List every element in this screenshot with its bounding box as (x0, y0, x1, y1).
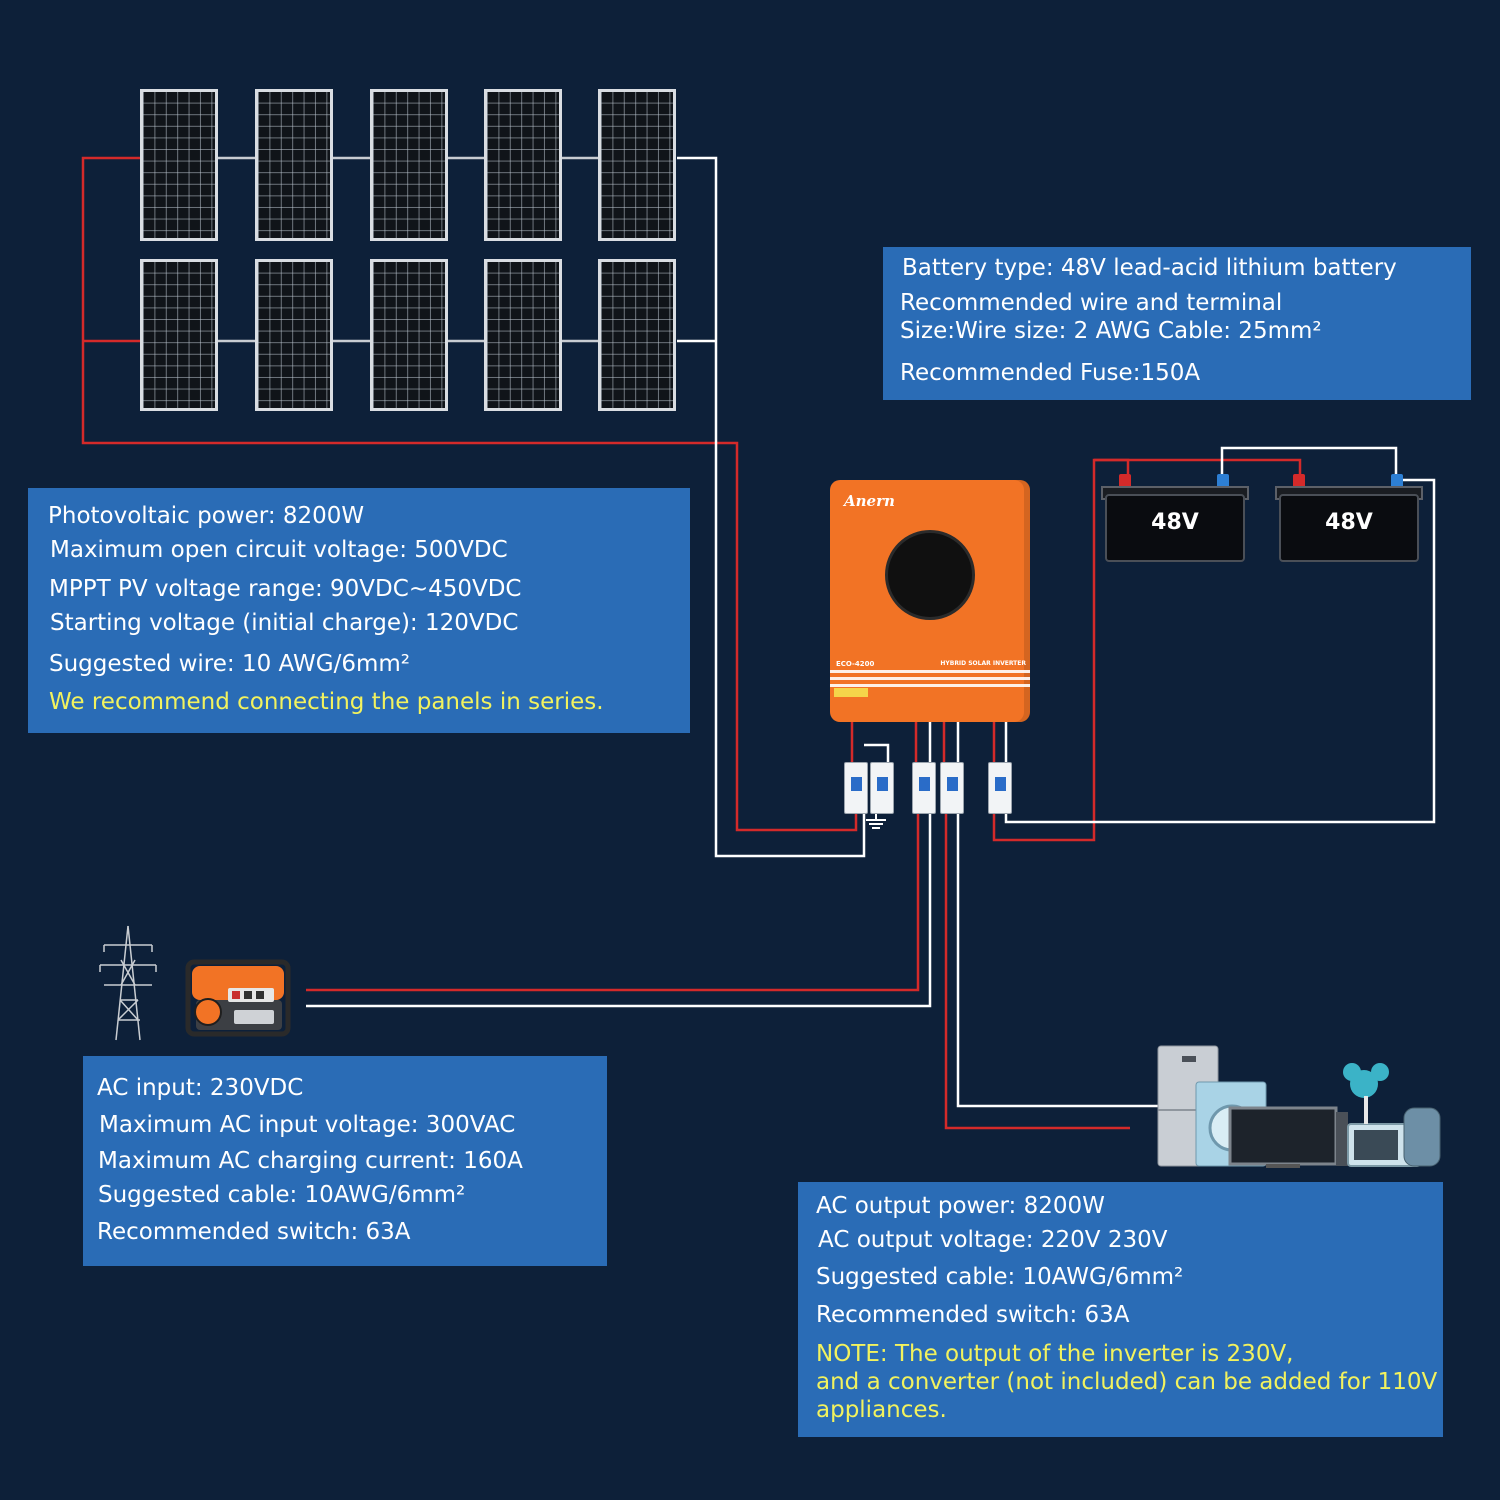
ac-charging-current-text: Maximum AC charging current: 160A (98, 1148, 523, 1174)
solar-panel (598, 259, 676, 411)
pv-wire-text: Suggested wire: 10 AWG/6mm² (49, 651, 410, 677)
solar-panel (255, 89, 333, 241)
appliances-icon (1157, 1045, 1441, 1168)
ac-output-note-text: appliances. (816, 1397, 947, 1423)
battery-breaker (988, 762, 1012, 814)
ac-input-breaker (912, 762, 936, 814)
pv-note-text: We recommend connecting the panels in se… (49, 689, 604, 715)
generator-icon (185, 959, 291, 1037)
inverter-brand-logo: Anern (844, 492, 895, 510)
ac-input-switch-text: Recommended switch: 63A (97, 1219, 411, 1245)
ac-output-voltage-text: AC output voltage: 220V 230V (818, 1227, 1168, 1253)
caution-label (834, 688, 868, 697)
pv-breaker (844, 762, 868, 814)
pv-spec-box: Photovoltaic power: 8200W Maximum open c… (28, 488, 690, 733)
battery-wire-text: Recommended wire and terminal (900, 290, 1283, 316)
battery: 48V (1275, 466, 1423, 562)
battery: 48V (1101, 466, 1249, 562)
ac-output-spec-box: AC output power: 8200W AC output voltage… (798, 1182, 1443, 1437)
battery-link-white (1220, 446, 1398, 480)
solar-panel (370, 259, 448, 411)
solar-panel (484, 89, 562, 241)
ac-output-note-text: NOTE: The output of the inverter is 230V… (816, 1341, 1294, 1367)
solar-panel (484, 259, 562, 411)
ac-output-note-text: and a converter (not included) can be ad… (816, 1369, 1438, 1395)
solar-panel (140, 259, 218, 411)
ac-output-breaker (940, 762, 964, 814)
battery-voltage-label: 48V (1325, 510, 1373, 535)
ac-output-positive-wire (944, 812, 1130, 1130)
ac-input-cable-text: Suggested cable: 10AWG/6mm² (98, 1182, 466, 1208)
pv-mppt-text: MPPT PV voltage range: 90VDC~450VDC (49, 576, 522, 602)
pv-open-circuit-text: Maximum open circuit voltage: 500VDC (50, 537, 508, 563)
pv-breaker (870, 762, 894, 814)
ground-icon (866, 812, 886, 829)
ac-output-negative-wire (956, 812, 1158, 1108)
ac-input-positive-wire (306, 812, 920, 992)
solar-panel (370, 89, 448, 241)
pv-negative-wire (677, 156, 866, 858)
pv-starting-voltage-text: Starting voltage (initial charge): 120VD… (50, 610, 519, 636)
solar-panel (255, 259, 333, 411)
inverter-display (885, 530, 975, 620)
inverter-type-label: HYBRID SOLAR INVERTER (940, 660, 1026, 667)
battery-negative-wire (1004, 478, 1436, 824)
ac-output-power-text: AC output power: 8200W (816, 1193, 1105, 1219)
solar-panel (598, 89, 676, 241)
ac-input-max-voltage-text: Maximum AC input voltage: 300VAC (99, 1112, 516, 1138)
battery-type-text: Battery type: 48V lead-acid lithium batt… (902, 255, 1397, 281)
ac-output-cable-text: Suggested cable: 10AWG/6mm² (816, 1264, 1184, 1290)
battery-fuse-text: Recommended Fuse:150A (900, 360, 1201, 386)
ac-input-negative-wire (306, 812, 932, 1008)
ac-output-switch-text: Recommended switch: 63A (816, 1302, 1130, 1328)
pv-positive-wire (81, 156, 858, 832)
inverter-model-label: ECO-4200 (836, 660, 875, 668)
power-pylon-icon (99, 925, 157, 1041)
battery-voltage-label: 48V (1151, 510, 1199, 535)
battery-positive-wire (992, 458, 1130, 842)
pv-power-text: Photovoltaic power: 8200W (48, 503, 365, 529)
battery-wire-size-text: Size:Wire size: 2 AWG Cable: 25mm² (900, 318, 1322, 344)
battery-spec-box: Battery type: 48V lead-acid lithium batt… (883, 247, 1471, 400)
ac-input-spec-box: AC input: 230VDC Maximum AC input voltag… (83, 1056, 607, 1266)
ac-input-text: AC input: 230VDC (97, 1075, 304, 1101)
solar-panel (140, 89, 218, 241)
hybrid-inverter: Anern ECO-4200 HYBRID SOLAR INVERTER (830, 480, 1030, 722)
battery-link-red (1094, 458, 1302, 480)
